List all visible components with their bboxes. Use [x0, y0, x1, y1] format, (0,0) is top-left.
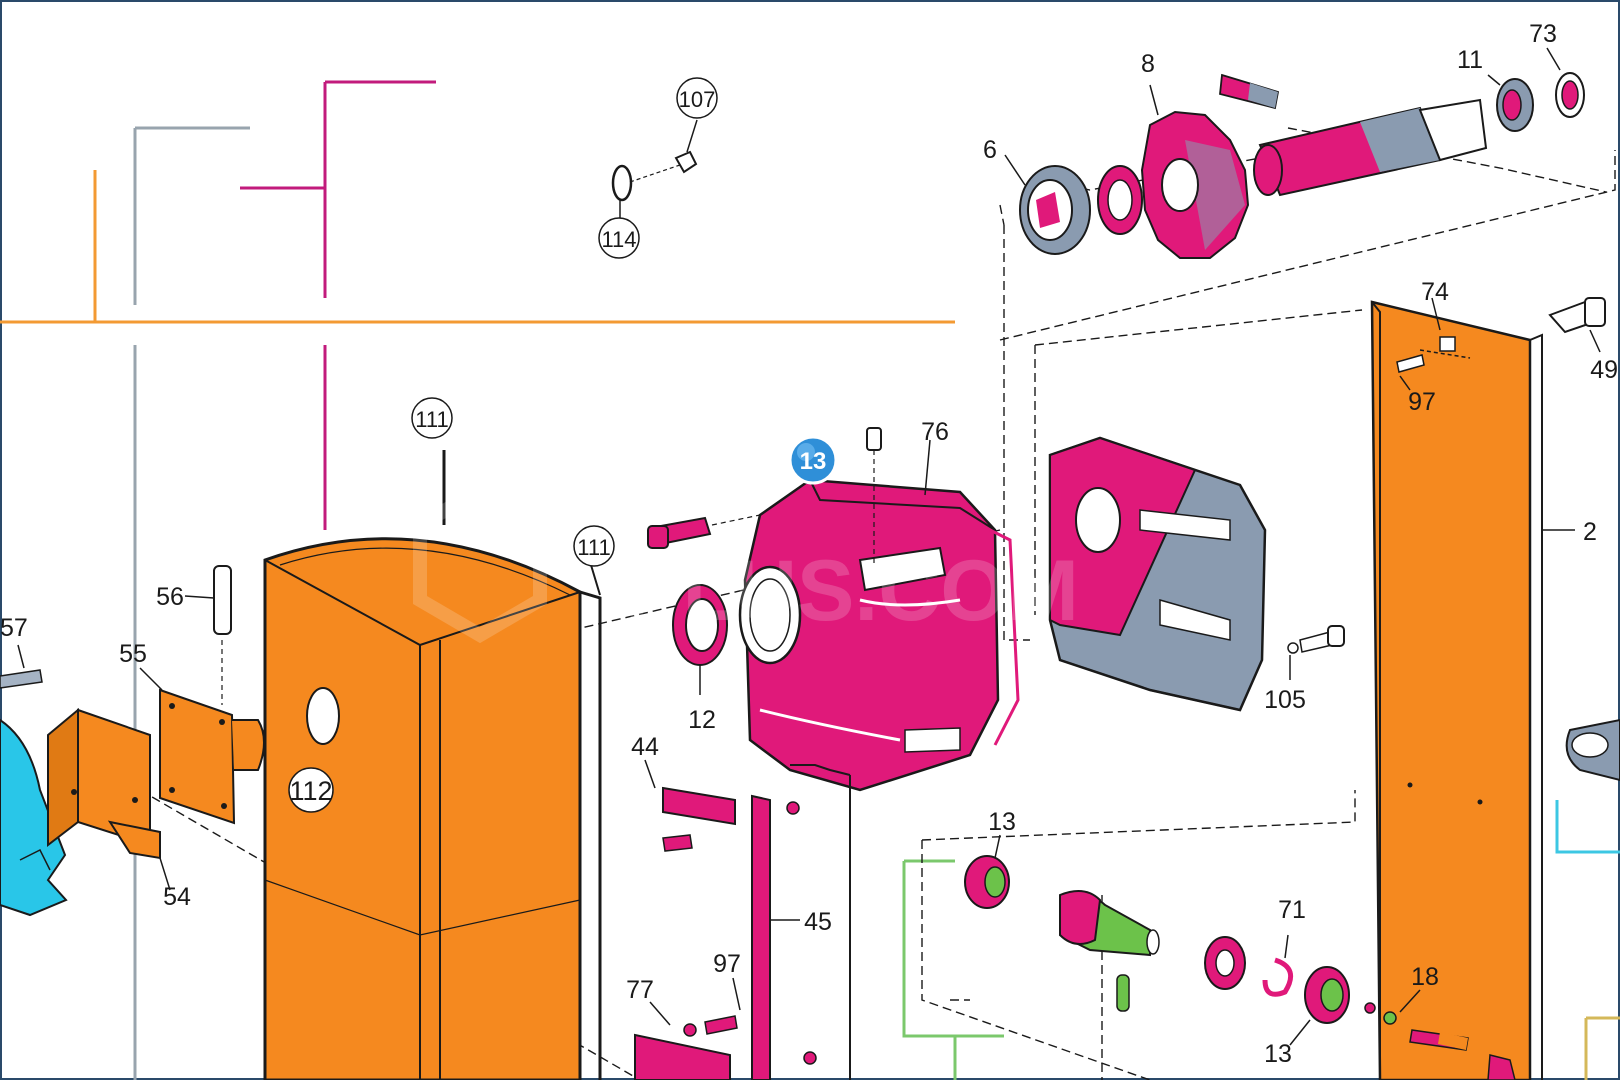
gearbox-half-cover [1048, 436, 1267, 712]
watermark: PLUS.COM [413, 481, 1079, 644]
label-76: 76 [921, 418, 949, 446]
yellow-group-line [1584, 1016, 1620, 1080]
drive-shaft [1219, 73, 1488, 197]
gray-group-line [133, 126, 250, 1080]
label-114: 114 [601, 227, 636, 252]
part-105-screw [1287, 625, 1345, 680]
label-13-bottom: 13 [1264, 1040, 1292, 1068]
part-labels: 107 114 111 111 112 6 8 11 73 74 97 49 7… [0, 20, 1618, 1068]
label-55: 55 [119, 640, 147, 668]
label-97-bottom: 97 [713, 950, 741, 978]
part-12-seal [672, 584, 728, 695]
label-111-side: 111 [577, 535, 610, 560]
label-73: 73 [1529, 20, 1557, 48]
part-57-screw [0, 644, 43, 689]
label-71: 71 [1278, 896, 1306, 924]
label-8: 8 [1141, 50, 1155, 78]
label-56: 56 [156, 583, 184, 611]
right-edge-cover [1565, 718, 1620, 782]
label-12: 12 [688, 706, 716, 734]
label-111-top: 111 [415, 407, 448, 432]
worm-shaft-assembly [964, 834, 1516, 1081]
worm-gear [1059, 890, 1102, 945]
label-97-top: 97 [1408, 388, 1436, 416]
label-45: 45 [804, 908, 832, 936]
part-54-bracket [47, 707, 171, 891]
label-54: 54 [163, 883, 191, 911]
part-45-bar [751, 794, 771, 1081]
part-2-panel [1370, 297, 1575, 1082]
label-49: 49 [1590, 356, 1618, 384]
part-56-pin [184, 565, 232, 705]
step-badge: 13 [788, 435, 838, 485]
label-44: 44 [631, 733, 659, 761]
part-111-housing-cover [263, 450, 602, 1082]
magenta-group-line [240, 80, 436, 530]
part-107-nut [674, 150, 698, 174]
callout-circles [288, 77, 718, 813]
housing-dowel [866, 427, 882, 451]
label-112: 112 [289, 776, 332, 806]
part-49-fitting [1548, 297, 1606, 353]
part-114-ring [611, 164, 633, 202]
label-74: 74 [1421, 278, 1449, 306]
part-44-strip [662, 786, 736, 826]
part-6-bearing [1004, 154, 1091, 255]
part-107-114-assembly [611, 119, 698, 222]
cyan-group-line [1555, 800, 1620, 854]
strip-parts [634, 759, 817, 1081]
part-55-plate [139, 667, 265, 825]
label-107: 107 [679, 87, 716, 112]
badge-label: 13 [800, 448, 827, 475]
gearbox-housing-magenta [738, 427, 1020, 1080]
label-2: 2 [1583, 518, 1597, 546]
motor-cover-cyan [0, 718, 68, 917]
label-11: 11 [1457, 46, 1483, 74]
watermark-text: PLUS.COM [625, 543, 1079, 639]
group-brackets [0, 80, 1620, 1080]
housing-screw [647, 514, 761, 549]
label-77: 77 [626, 976, 654, 1004]
label-18: 18 [1411, 963, 1439, 991]
label-13-top: 13 [988, 808, 1016, 836]
label-57: 57 [0, 614, 28, 642]
part-74-clip [1439, 336, 1456, 352]
part-11-73-bearing [1487, 47, 1585, 132]
part-71-circlip [1262, 957, 1294, 997]
part-77-plate [634, 1033, 731, 1081]
green-group-line [902, 859, 1004, 1080]
part-8-gear [1097, 84, 1250, 259]
label-105: 105 [1264, 686, 1306, 714]
label-6: 6 [983, 136, 997, 164]
